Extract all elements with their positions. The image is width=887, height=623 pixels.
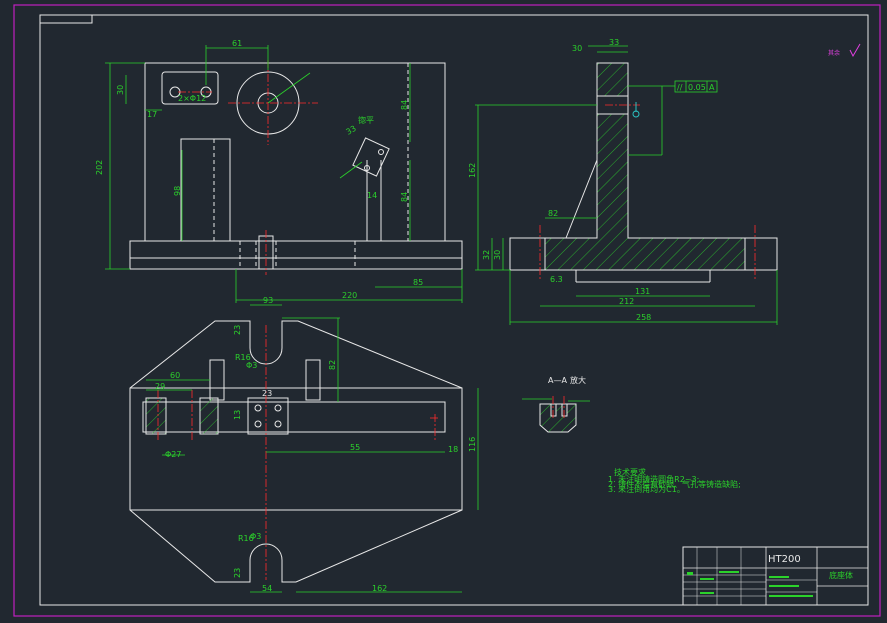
dim-83a: Φ3 xyxy=(246,361,257,370)
section-label-suffix: 放大 xyxy=(570,375,586,385)
dim-18: 18 xyxy=(448,445,458,454)
dim-85: 85 xyxy=(413,278,423,287)
dim-30-front: 30 xyxy=(116,85,125,95)
dim-33-side: 33 xyxy=(609,38,619,47)
corner-mark-text: 其余 xyxy=(828,49,840,57)
dim-27: Φ27 xyxy=(165,450,181,459)
tol-value: 0.05 xyxy=(688,83,706,92)
dim-202: 202 xyxy=(95,160,104,175)
dim-60: 60 xyxy=(170,371,180,380)
note-top: 锪平 xyxy=(358,115,374,125)
dim-R16a: R16 xyxy=(235,353,251,362)
note-3: 3. 未注倒角均为C1。 xyxy=(608,484,685,494)
title-block: HT200 底座体 xyxy=(682,546,869,606)
dim-84a: 84 xyxy=(400,100,409,110)
roughness-icon xyxy=(849,43,861,58)
section-label: A—A xyxy=(548,376,567,385)
technical-notes: 技术要求 1. 未注明铸造圆角R2~3; 2. 铸件不得有砂眼、气孔等铸造缺陷;… xyxy=(608,467,741,494)
dim-84b: 84 xyxy=(400,192,409,202)
dim-54: 54 xyxy=(262,584,272,593)
dim-13: 13 xyxy=(233,410,242,420)
dim-82-top: 82 xyxy=(328,360,337,370)
dim-212: 212 xyxy=(619,297,634,306)
dim-23b: 23 xyxy=(262,389,272,398)
datum-icon xyxy=(632,110,640,118)
side-view: 162 82 32 30 131 212 258 33 30 // 0.05 A… xyxy=(468,38,778,325)
dim-61: 61 xyxy=(232,39,242,48)
outer-frame xyxy=(13,4,881,617)
tolerance-frame xyxy=(674,80,718,93)
dim-17: 17 xyxy=(147,110,157,119)
material-text: HT200 xyxy=(768,554,801,565)
tol-datum: A xyxy=(709,83,715,92)
title-cell: 底座体 xyxy=(829,570,853,580)
section-aa: A—A 放大 xyxy=(522,375,590,433)
roughness-side: 6.3 xyxy=(550,275,563,284)
dim-258: 258 xyxy=(636,313,651,322)
dim-98: 98 xyxy=(173,186,182,196)
dim-32: 32 xyxy=(482,250,491,260)
dim-30b: 30 xyxy=(493,250,502,260)
dim-131: 131 xyxy=(635,287,650,296)
dim-162-top: 162 xyxy=(372,584,387,593)
note-1: 1. 未注明铸造圆角R2~3; xyxy=(608,474,699,484)
dim-33-front: 33 xyxy=(345,124,358,137)
dim-23a: 23 xyxy=(233,325,242,335)
dim-93: 93 xyxy=(263,296,273,305)
front-view: 202 30 17 61 2×Φ12 98 84 84 14 33 锪平 220… xyxy=(95,39,463,303)
tol-symbol: // xyxy=(677,83,683,92)
note-2: 2. 铸件不得有砂眼、气孔等铸造缺陷; xyxy=(608,479,741,489)
dim-R16b: R16 xyxy=(238,534,254,543)
top-view: 93 23 R16 Φ3 82 60 29 23 13 Φ27 55 18 11… xyxy=(129,296,479,593)
dim-23c: 23 xyxy=(233,568,242,578)
dim-14: 14 xyxy=(367,191,377,200)
dim-220: 220 xyxy=(342,291,357,300)
dim-83b: Φ3 xyxy=(250,532,261,541)
notes-title: 技术要求 xyxy=(614,467,646,477)
dim-116: 116 xyxy=(468,437,477,452)
dim-55: 55 xyxy=(350,443,360,452)
dim-29: 29 xyxy=(155,382,165,391)
dim-162-side: 162 xyxy=(468,163,477,178)
inner-frame xyxy=(39,14,869,606)
dim-82-side: 82 xyxy=(548,209,558,218)
code-box xyxy=(39,14,93,24)
note-hole: 2×Φ12 xyxy=(178,94,206,103)
dim-30-side: 30 xyxy=(572,44,582,53)
